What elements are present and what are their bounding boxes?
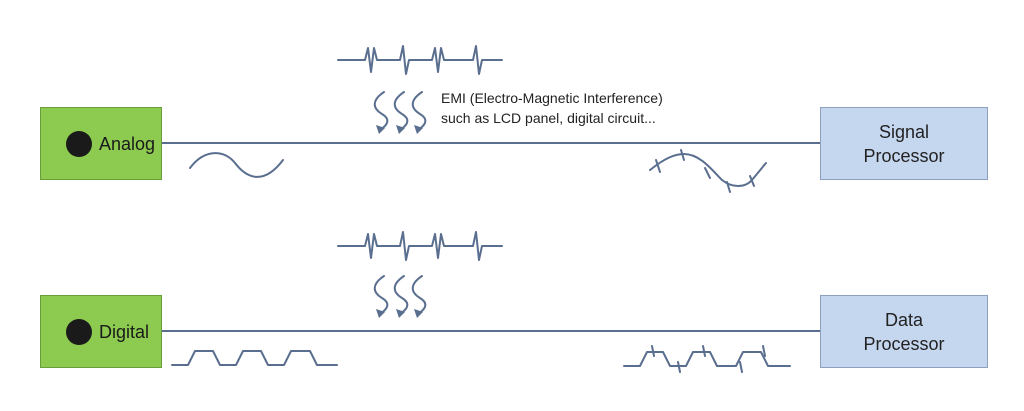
- noisy-sine-wave-icon: [649, 149, 767, 193]
- analog-source-box: Analog: [40, 107, 162, 180]
- emi-noise-pulse-icon: [337, 45, 503, 75]
- emi-noise-pulse-icon: [337, 231, 503, 261]
- signal-processor-label-line1: Signal: [878, 121, 930, 142]
- signal-processor-box: Signal Processor: [820, 107, 988, 180]
- signal-processor-label-line2: Processor: [863, 145, 945, 166]
- noisy-square-wave-icon: [623, 345, 791, 373]
- clean-square-wave-icon: [171, 350, 338, 366]
- emi-line1: EMI (Electro-Magnetic Interference): [441, 90, 663, 106]
- data-processor-box: Data Processor: [820, 295, 988, 368]
- clean-sine-wave-icon: [189, 152, 284, 178]
- data-processor-label-line1: Data: [884, 309, 924, 330]
- analog-source-label: Analog: [99, 134, 156, 154]
- emi-line2: such as LCD panel, digital circuit...: [441, 110, 656, 126]
- source-dot-icon: [66, 319, 92, 345]
- emi-wavy-arrows-icon: [373, 275, 427, 315]
- emi-description: EMI (Electro-Magnetic Interference) such…: [441, 88, 663, 128]
- source-dot-icon: [66, 131, 92, 157]
- digital-source-box: Digital: [40, 295, 162, 368]
- emi-wavy-arrows-icon: [373, 91, 427, 131]
- digital-source-label: Digital: [99, 322, 150, 342]
- data-processor-label-line2: Processor: [863, 333, 945, 354]
